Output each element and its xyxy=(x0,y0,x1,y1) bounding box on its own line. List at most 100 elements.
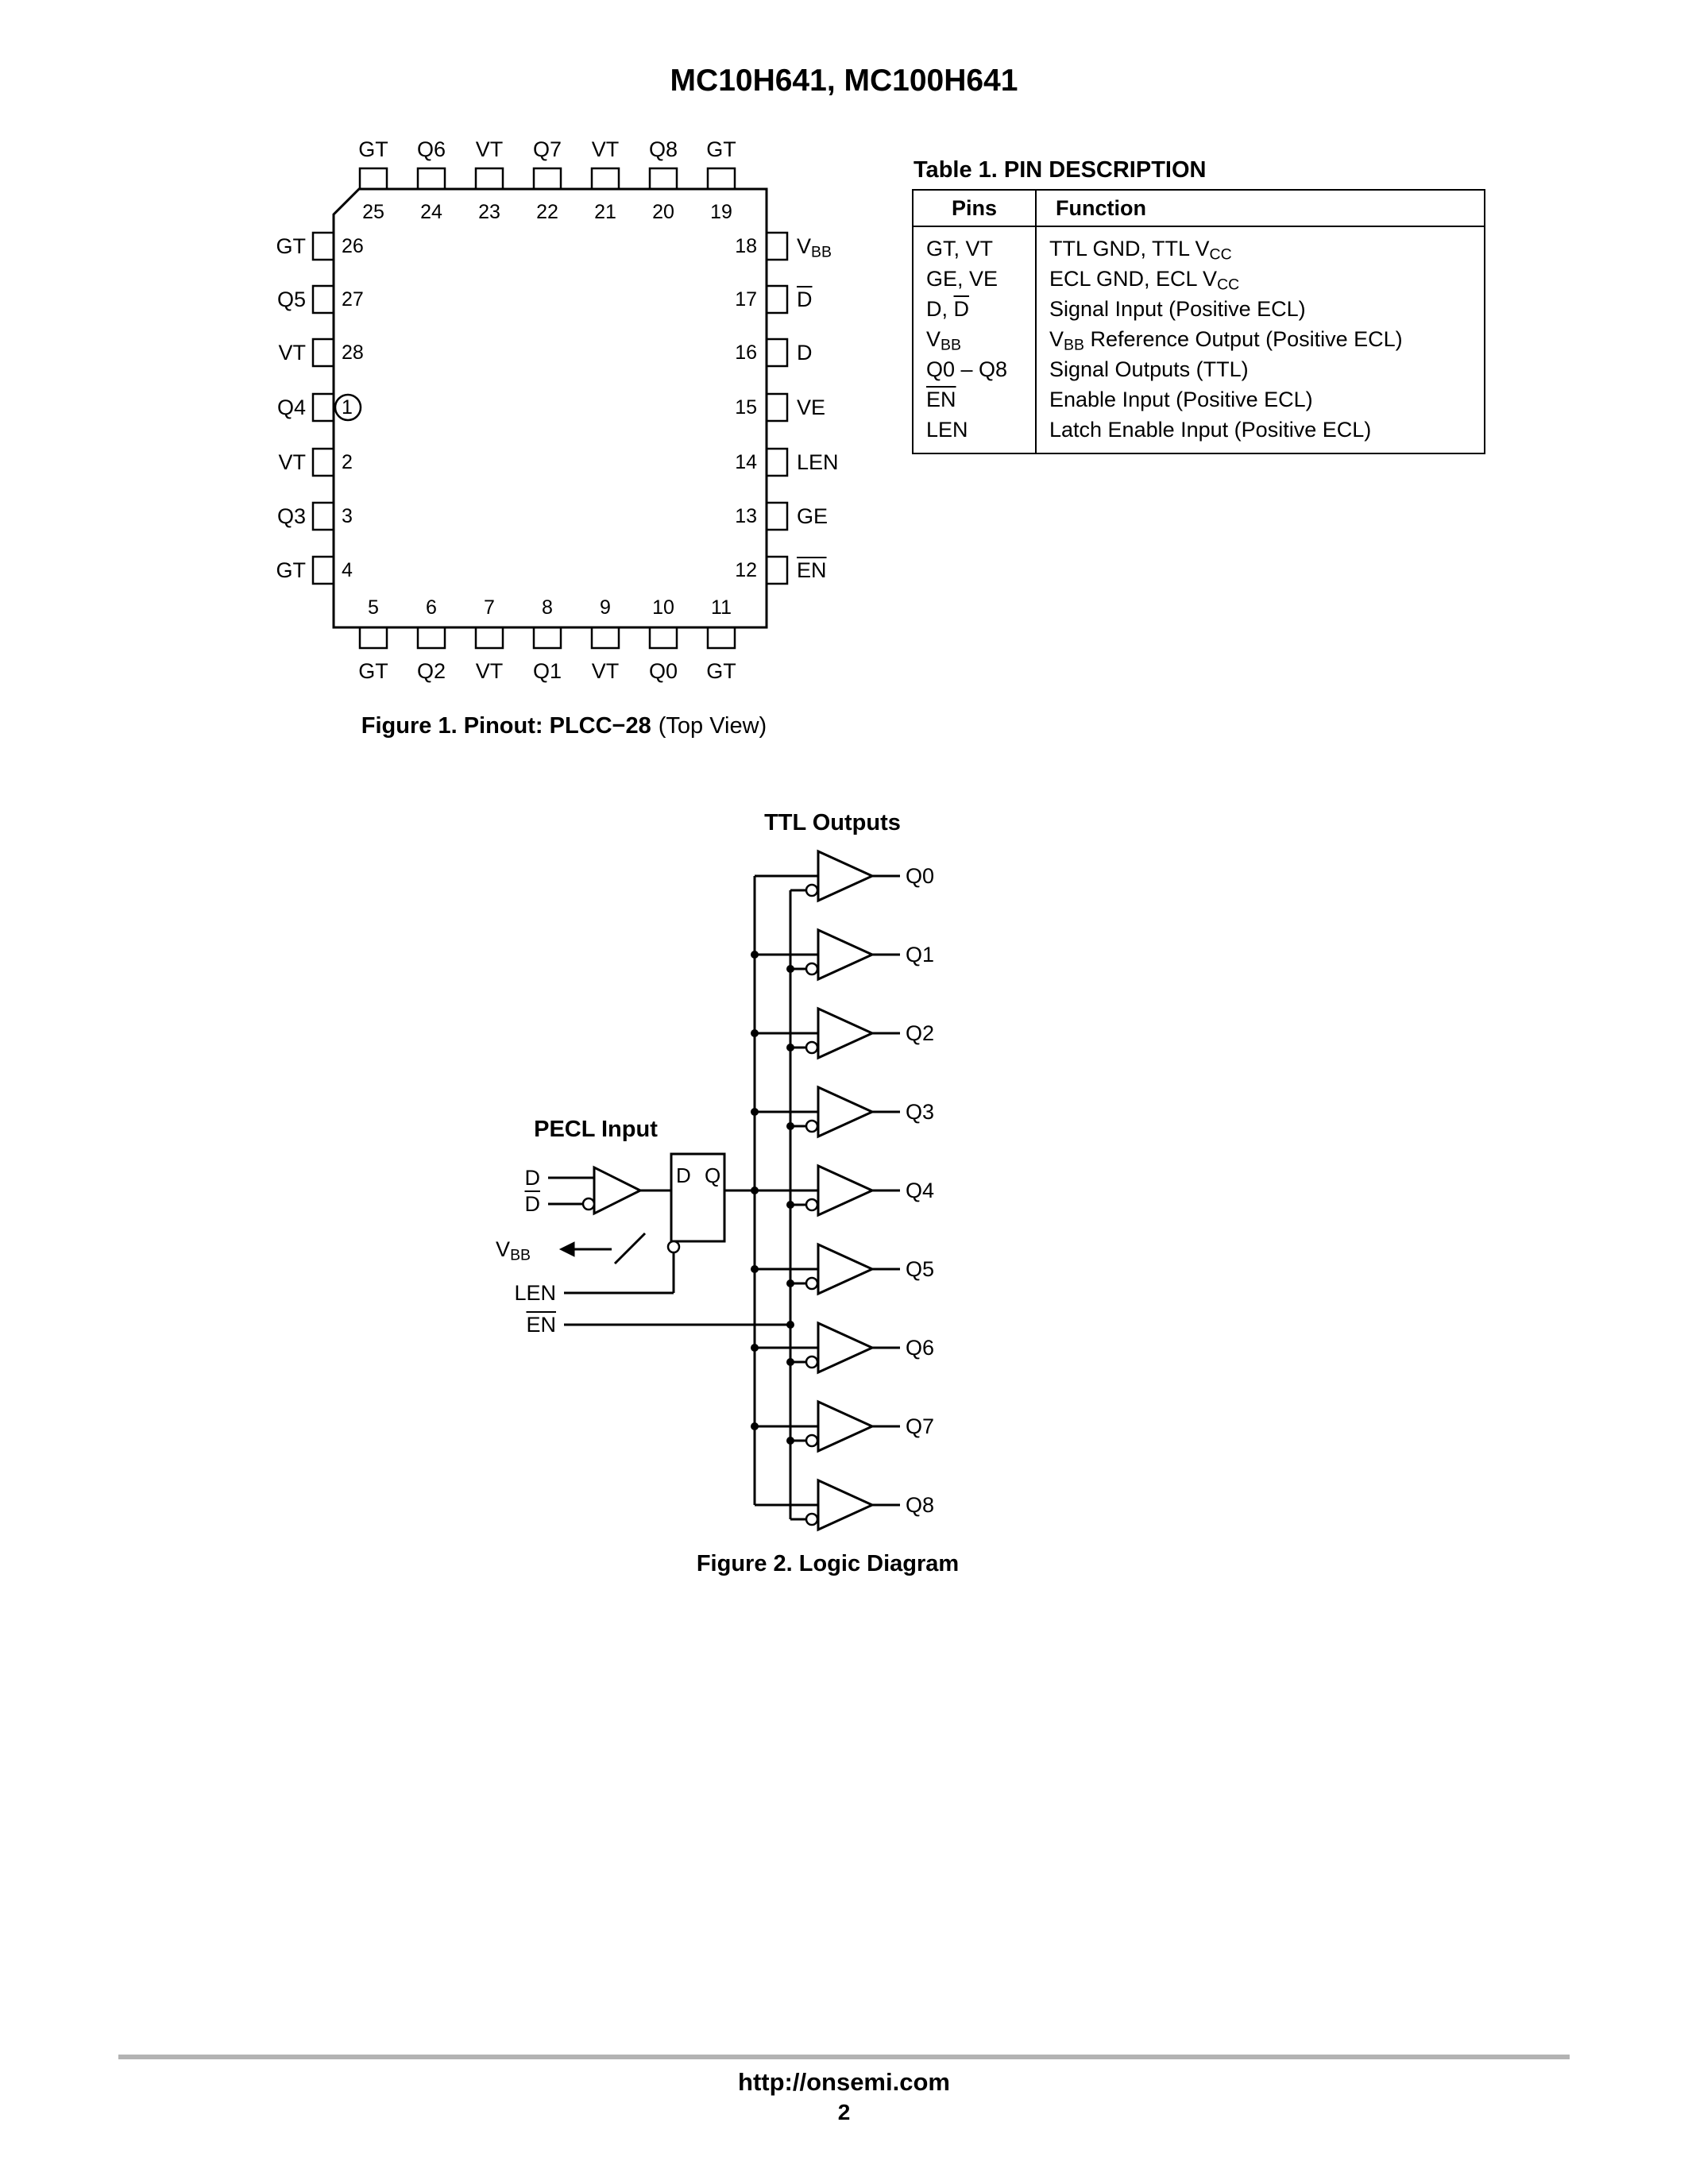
figure2-logic-diagram: TTL Outputs PECL Input Q0 Q1 Q2 Q3 Q4 Q5… xyxy=(445,802,1017,1596)
pin-number: 26 xyxy=(342,235,364,257)
en-input-label: EN xyxy=(526,1313,556,1337)
output-label: Q5 xyxy=(906,1257,935,1281)
pinout-drawing xyxy=(311,167,789,650)
pin-number: 8 xyxy=(542,596,553,619)
page-title: MC10H641, MC100H641 xyxy=(670,64,1018,98)
pin-number: 7 xyxy=(484,596,495,619)
function-column: TTL GND, TTL VCC ECL GND, ECL VCC Signal… xyxy=(1037,227,1484,453)
pin-number: 16 xyxy=(735,341,757,364)
column-header-function: Function xyxy=(1056,195,1146,220)
pecl-receiver xyxy=(548,1165,671,1216)
vbb-arrow xyxy=(558,1232,647,1265)
pin-number: 11 xyxy=(711,596,732,619)
len-input-label: LEN xyxy=(514,1281,556,1305)
pin-label: VBB xyxy=(797,234,832,261)
pins-column: GT, VT GE, VE D, D VBB Q0 – Q8 EN LEN xyxy=(914,227,1037,453)
footer-divider xyxy=(118,2055,1570,2059)
pin-number: 19 xyxy=(710,201,732,223)
pin-number: 5 xyxy=(368,596,379,619)
output-label: Q0 xyxy=(906,864,935,888)
pin-number: 2 xyxy=(342,451,353,473)
pin-label: Q0 xyxy=(648,659,678,683)
latch-q-label: Q xyxy=(705,1163,721,1187)
pin-label: VE xyxy=(797,396,826,419)
table-cell: Q0 – Q8 xyxy=(926,357,1008,381)
pin-number: 22 xyxy=(536,201,558,223)
pin-label: VT xyxy=(278,450,306,474)
pin-number: 10 xyxy=(652,596,674,619)
pin-number: 6 xyxy=(426,596,437,619)
table-cell: GE, VE xyxy=(926,267,999,291)
footer-url[interactable]: http://onsemi.com xyxy=(738,2068,950,2096)
pin-label: LEN xyxy=(797,450,839,474)
latch xyxy=(564,1152,755,1295)
output-label: Q3 xyxy=(906,1100,935,1124)
output-buffer xyxy=(755,1399,900,1453)
output-buffer xyxy=(755,1478,900,1532)
pin-number: 18 xyxy=(735,235,757,257)
pin-label: VT xyxy=(475,659,504,683)
dbar-input-label: D xyxy=(524,1192,541,1216)
pin-label: GT xyxy=(706,659,736,683)
pin-number: 23 xyxy=(478,201,500,223)
output-buffer xyxy=(755,1085,900,1139)
pin-number: 28 xyxy=(342,341,364,364)
page-number: 2 xyxy=(837,2100,851,2124)
table-cell: Enable Input (Positive ECL) xyxy=(1049,388,1313,411)
pin-stubs xyxy=(311,167,789,650)
pin-number: 12 xyxy=(735,559,757,581)
output-label: Q7 xyxy=(906,1414,935,1438)
figure2-caption: Figure 2. Logic Diagram xyxy=(696,1551,960,1576)
table-cell: Signal Outputs (TTL) xyxy=(1049,357,1249,381)
pin-label: VT xyxy=(475,137,504,161)
pin-number: 25 xyxy=(362,201,384,223)
pin-label: VT xyxy=(278,341,306,365)
pin-number: 17 xyxy=(735,288,757,311)
pin-label: D xyxy=(797,287,813,311)
pin-label: VT xyxy=(591,137,620,161)
pin-label: Q8 xyxy=(648,137,678,161)
pin-label: Q1 xyxy=(532,659,562,683)
output-label: Q8 xyxy=(906,1493,935,1517)
output-buffer xyxy=(755,849,900,903)
d-input-label: D xyxy=(524,1166,541,1190)
output-buffer xyxy=(755,1242,900,1296)
pin-number: 3 xyxy=(342,505,353,527)
table-cell: EN xyxy=(926,388,956,411)
pin-number: 13 xyxy=(735,505,757,527)
pin-number: 14 xyxy=(735,451,757,473)
pin-label: Q2 xyxy=(416,659,446,683)
table-cell: ECL GND, ECL VCC xyxy=(1049,267,1240,294)
latch-d-label: D xyxy=(676,1163,691,1187)
pin-label: D xyxy=(797,341,813,365)
ttl-outputs-label: TTL Outputs xyxy=(764,810,901,835)
figure1-pinout: GT Q6 VT Q7 VT Q8 GT 25 24 23 22 21 20 1… xyxy=(262,127,866,691)
pin-number: 15 xyxy=(735,396,757,419)
pin-label: GT xyxy=(358,659,388,683)
pin-number: 1 xyxy=(342,396,353,419)
output-label: Q1 xyxy=(906,943,935,967)
pin-label: Q5 xyxy=(276,287,306,311)
pin-number: 20 xyxy=(652,201,674,223)
table-cell: TTL GND, TTL VCC xyxy=(1049,237,1232,264)
pin-label: VT xyxy=(591,659,620,683)
table-cell: D, D xyxy=(926,297,970,321)
table-box: Pins Function GT, VT GE, VE D, D VBB Q0 … xyxy=(912,189,1485,454)
output-buffer xyxy=(755,1006,900,1060)
pin-label: Q4 xyxy=(276,396,306,419)
pin-label: EN xyxy=(797,558,827,582)
table-cell: LEN xyxy=(926,418,968,442)
pin-label: GT xyxy=(276,558,307,582)
pin1-circle xyxy=(334,393,362,422)
table-cell: Latch Enable Input (Positive ECL) xyxy=(1049,418,1372,442)
pin-number: 27 xyxy=(342,288,364,311)
pin-number: 24 xyxy=(420,201,442,223)
pin-label: GE xyxy=(797,504,829,528)
figure1-caption: Figure 1. Pinout: PLCC−28(Top View) xyxy=(361,713,767,739)
table-cell: VBB xyxy=(926,327,961,354)
pecl-input-label: PECL Input xyxy=(534,1117,658,1142)
pin-number: 9 xyxy=(600,596,611,619)
column-header-pins: Pins xyxy=(914,191,1037,226)
logic-diagram-drawing xyxy=(548,849,900,1532)
pin-label: Q7 xyxy=(532,137,562,161)
